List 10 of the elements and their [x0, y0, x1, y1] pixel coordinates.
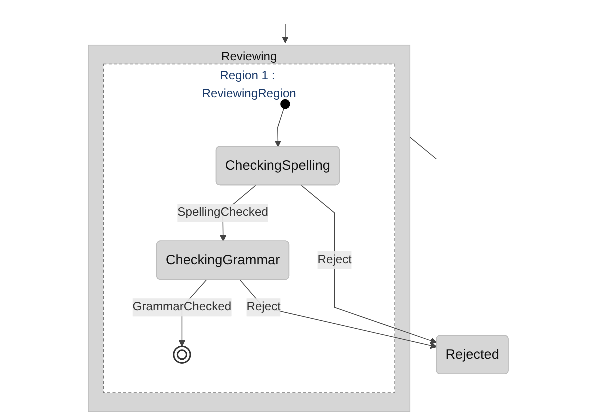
node-circle: [280, 99, 290, 110]
edge-label: SpellingChecked: [178, 206, 268, 220]
edge-label: Reject: [246, 300, 282, 314]
line: [410, 137, 437, 160]
edge-label: Reject: [318, 254, 352, 266]
arrow: [301, 185, 438, 344]
arrow: [274, 108, 284, 148]
arrow: [282, 24, 289, 44]
node-bullseye: [173, 346, 192, 364]
edge-label: GrammarChecked: [132, 300, 232, 314]
